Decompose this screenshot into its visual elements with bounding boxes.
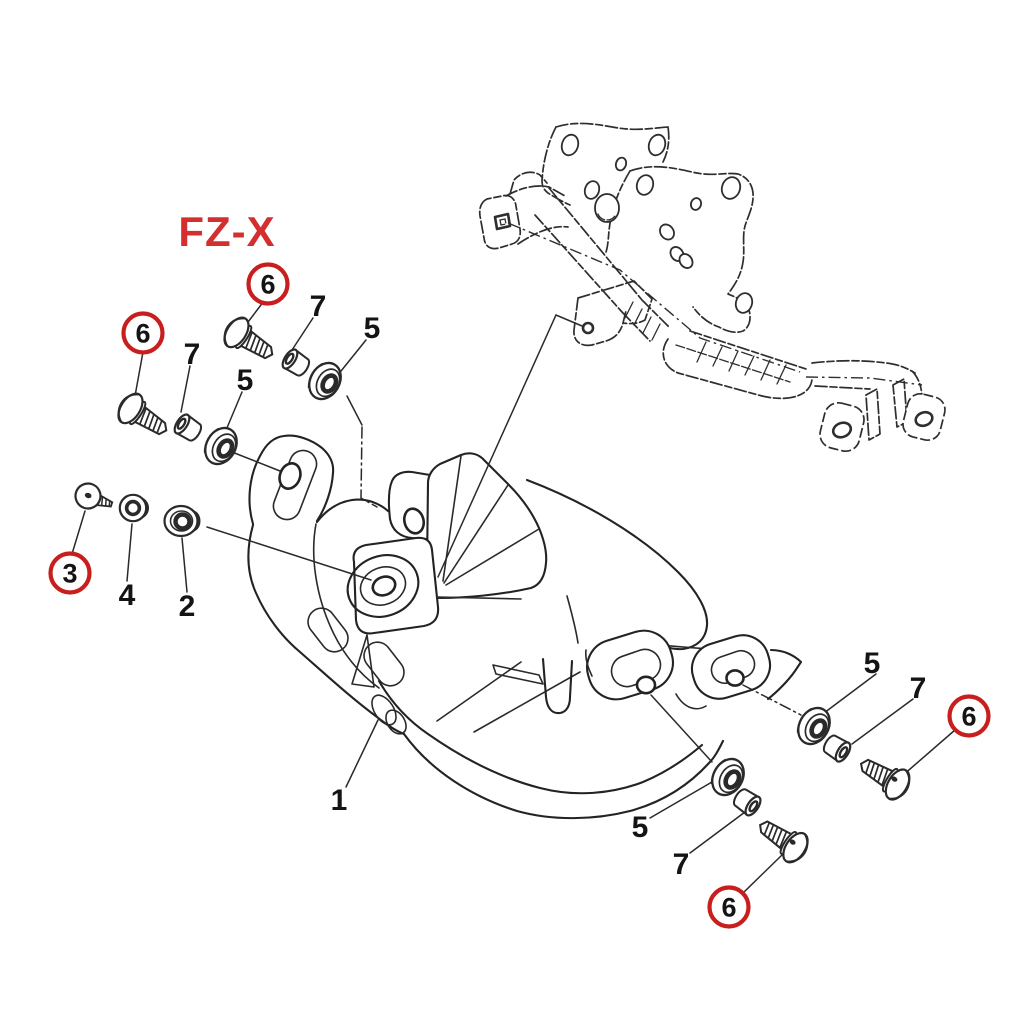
circled-callout-6: 6: [707, 885, 751, 929]
bracket-bolt-hole: [581, 321, 595, 335]
collar-drawing: [281, 348, 311, 377]
callout-number: 7: [310, 290, 327, 323]
callout-7: 7: [910, 672, 927, 705]
plate-ear-hole: [278, 462, 302, 490]
grommet-drawing: [203, 426, 238, 466]
grommet-drawing: [307, 361, 342, 401]
collar-drawing: [822, 734, 852, 763]
flange-bolt-drawing: [223, 316, 274, 360]
leader-line-damper-2: [206, 526, 372, 581]
hardware-parts: [74, 316, 911, 864]
callout-number: 5: [632, 811, 649, 844]
flange-bolt-drawing: [117, 392, 168, 436]
leader-line-n2: [181, 537, 188, 593]
leader-line-n7-r2: [689, 811, 746, 854]
leader-line-n5-a: [336, 339, 367, 377]
callout-number: 7: [673, 848, 690, 881]
callout-5: 5: [864, 647, 881, 680]
callout-7: 7: [184, 338, 201, 371]
callout-number: 6: [135, 319, 150, 349]
callout-number: 3: [62, 559, 77, 589]
mount-bracket-drawing: [478, 122, 946, 453]
leader-line-c6-left: [134, 351, 144, 397]
leader-line-n5-r2: [649, 781, 713, 819]
leader-line-grommet-5a: [346, 395, 363, 426]
circled-callout-6: 6: [246, 262, 290, 306]
collar-drawing: [733, 788, 762, 817]
callout-number: 7: [184, 338, 201, 371]
leader-line-plate-ear1-hole: [650, 694, 713, 763]
plate-ear2-hole: [725, 669, 745, 687]
model-label: FZ-X: [178, 208, 275, 255]
callout-number: 5: [364, 312, 381, 345]
callout-number: 5: [237, 364, 254, 397]
callout-number: 1: [331, 784, 348, 817]
leader-line-n5-r1: [823, 673, 877, 714]
small-grommet-drawing: [163, 504, 201, 538]
callout-5: 5: [237, 364, 254, 397]
circled-callout-6: 6: [947, 694, 991, 738]
callout-5: 5: [632, 811, 649, 844]
circled-callout-6: 6: [121, 311, 165, 355]
collar-drawing: [173, 413, 203, 442]
leader-line-n4: [126, 523, 133, 582]
plate-ear1-hole: [635, 675, 657, 695]
plate-boss-hole: [371, 575, 397, 597]
callout-5: 5: [364, 312, 381, 345]
leader-line-n7-r1: [851, 698, 914, 745]
callout-number: 5: [864, 647, 881, 680]
skid-plate-drawing: [247, 434, 803, 820]
leader-line-grommet-5a-axis: [360, 426, 378, 508]
callout-number: 6: [260, 270, 275, 300]
circled-callout-3: 3: [48, 551, 92, 595]
callout-7: 7: [310, 290, 327, 323]
callout-number: 6: [961, 702, 976, 732]
callout-2: 2: [179, 590, 196, 623]
callout-number: 2: [179, 590, 196, 623]
callout-number: 6: [721, 893, 736, 923]
callout-4: 4: [119, 579, 136, 612]
flange-bolt-drawing: [759, 820, 809, 864]
button-screw-drawing: [74, 482, 114, 510]
leader-line-c3: [71, 510, 86, 555]
leader-line-bracket-bolt-hole: [437, 314, 583, 578]
callout-number: 7: [910, 672, 927, 705]
callout-7: 7: [673, 848, 690, 881]
grommet-drawing: [710, 757, 745, 797]
plate-tab-hole: [402, 507, 426, 535]
leader-line-n7-a: [291, 317, 314, 351]
leader-line-c6-right: [901, 729, 956, 777]
washer-drawing: [118, 493, 149, 523]
callout-1: 1: [331, 784, 348, 817]
leader-lines: [71, 300, 956, 894]
leader-line-n1: [345, 719, 379, 788]
leader-line-grommet-5b: [231, 451, 281, 472]
leader-line-n7-b: [180, 365, 191, 413]
leader-line-c6-bottom: [742, 854, 783, 894]
leader-line-plate-ear2-hole: [742, 684, 802, 716]
flange-bolt-drawing: [859, 758, 911, 801]
grommet-drawing: [796, 706, 831, 746]
callout-number: 4: [119, 579, 136, 612]
